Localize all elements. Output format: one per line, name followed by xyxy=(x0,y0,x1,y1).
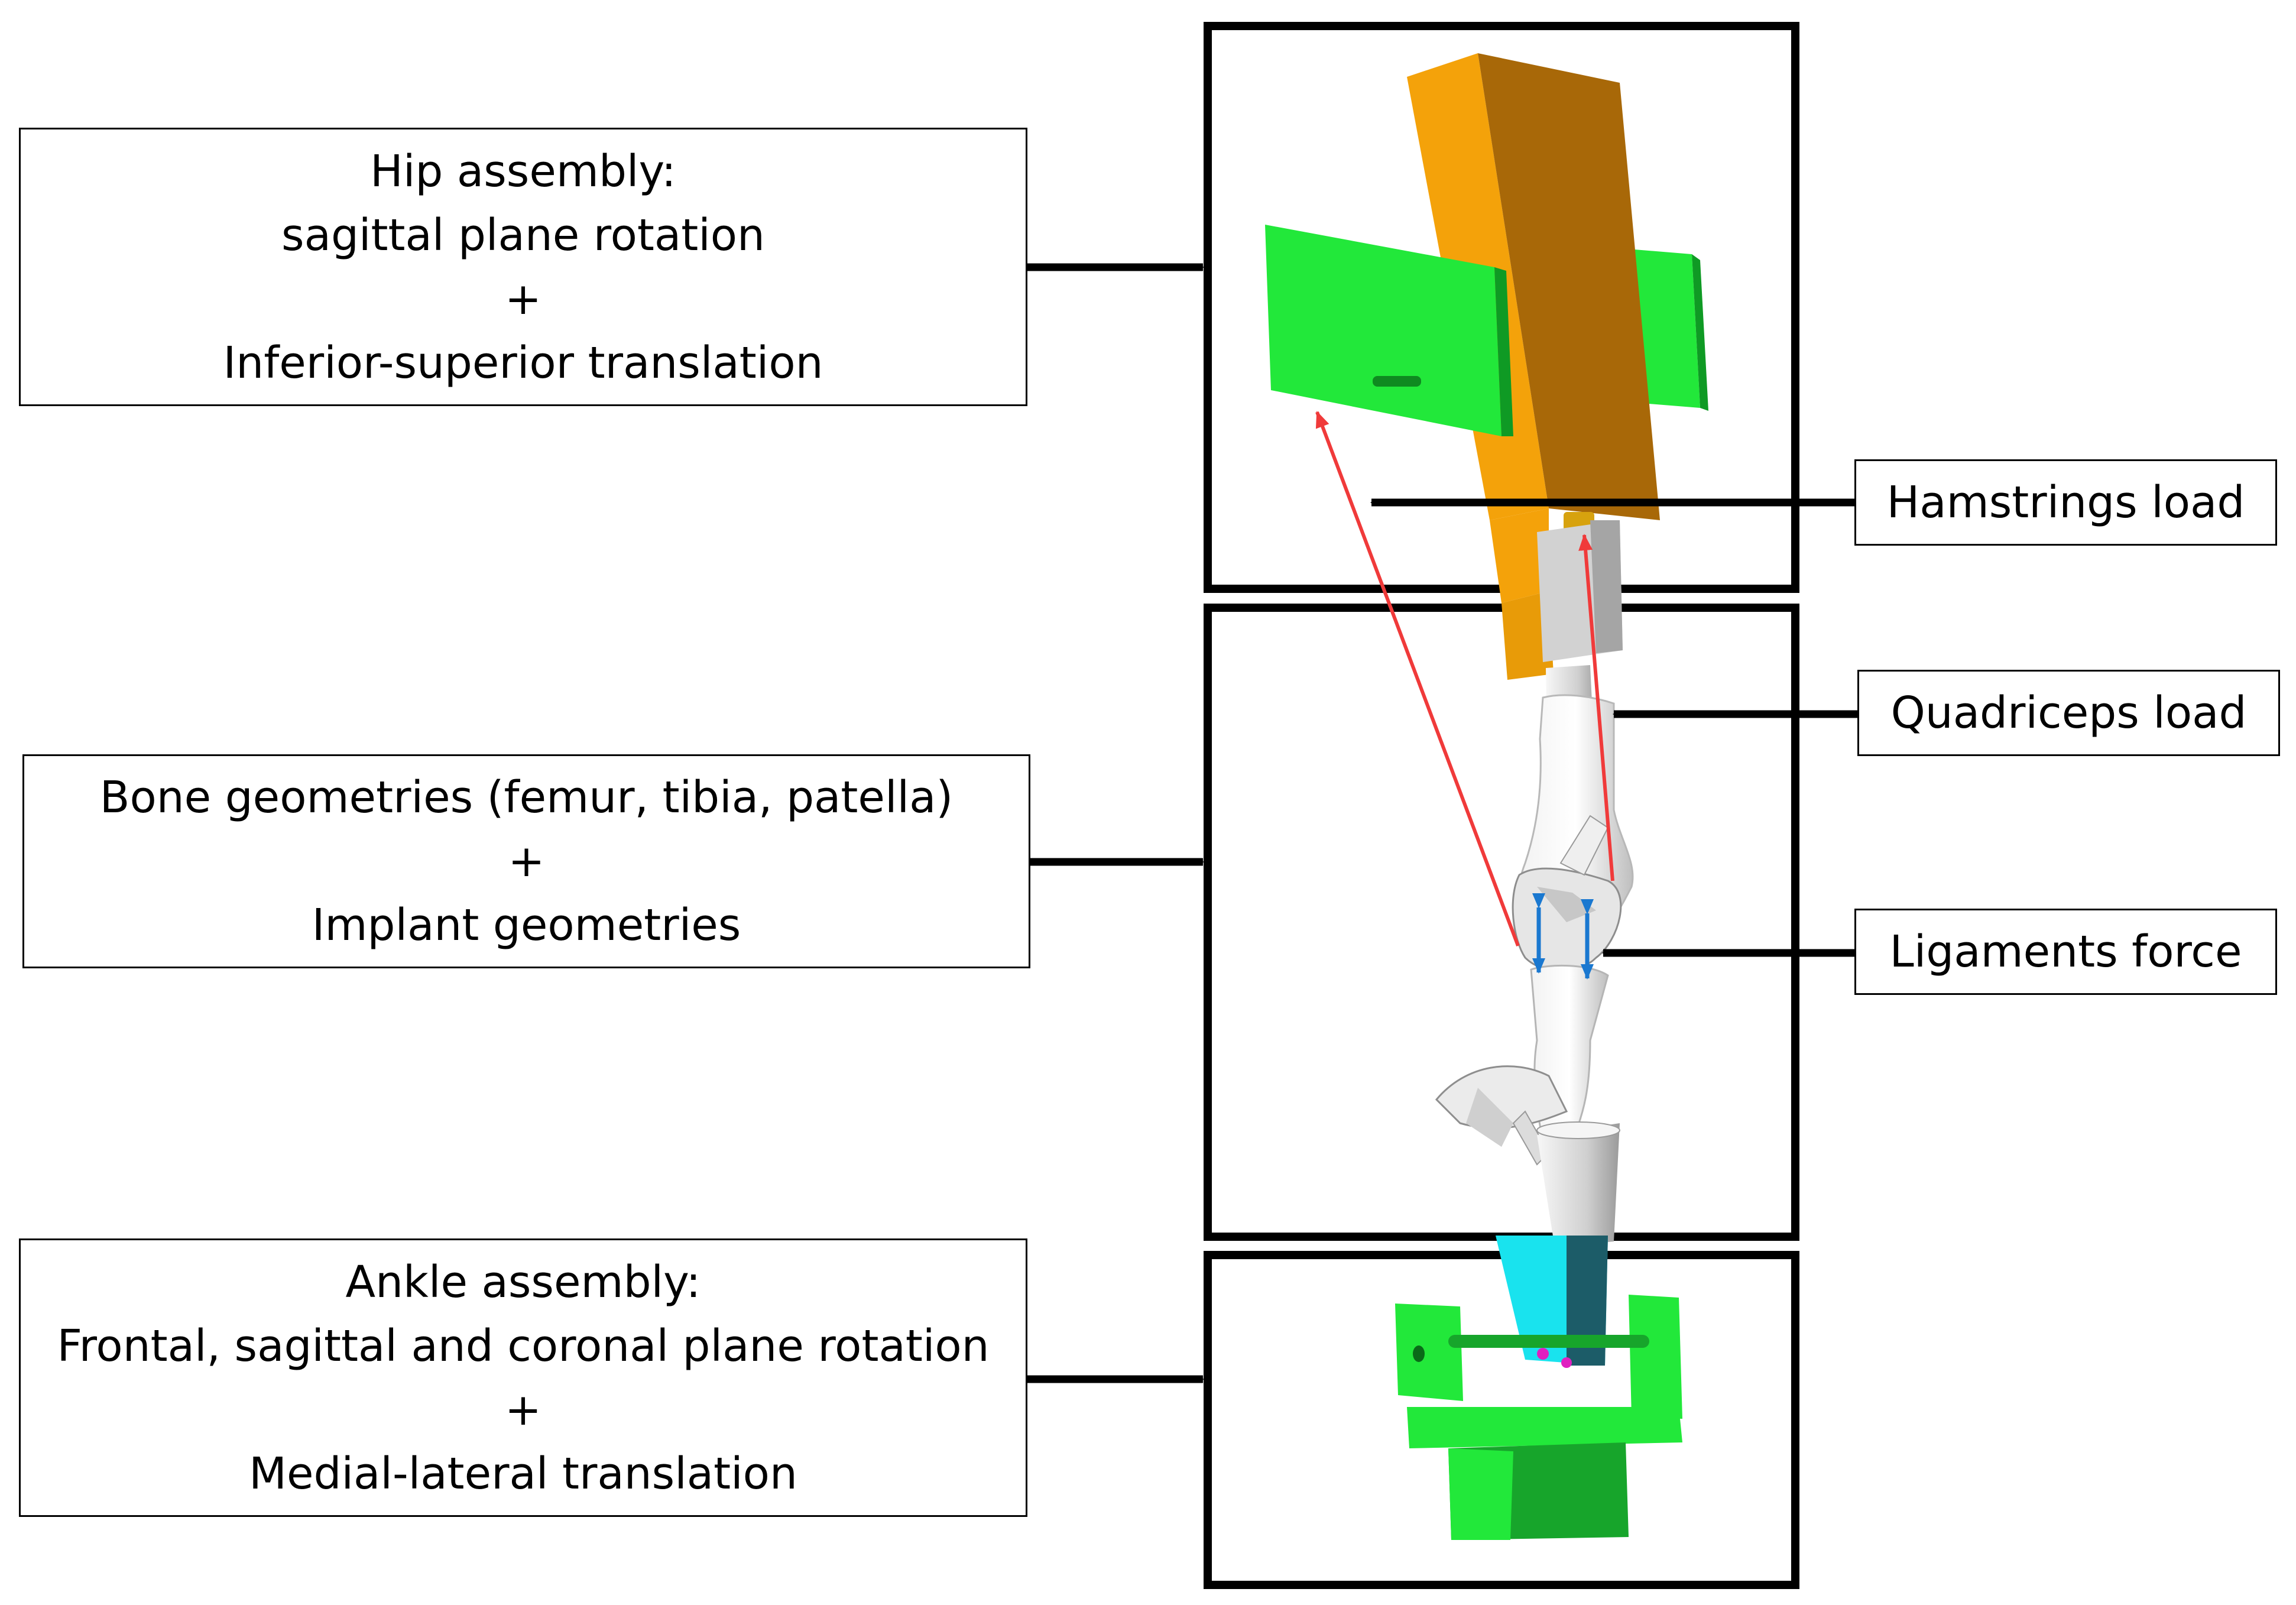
ankle-label-line-1: Ankle assembly: xyxy=(345,1256,701,1308)
bone-geometries-label: Bone geometries (femur, tibia, patella) … xyxy=(22,754,1030,968)
quadriceps-load-text: Quadriceps load xyxy=(1890,688,2247,738)
ankle-assembly-model xyxy=(1395,1236,1682,1540)
ankle-label-line-2: Frontal, sagittal and coronal plane rota… xyxy=(57,1320,990,1371)
ankle-axle xyxy=(1448,1335,1649,1348)
ligaments-force-label: Ligaments force xyxy=(1854,909,2277,995)
bone-label-line-1: Bone geometries (femur, tibia, patella) xyxy=(99,772,954,823)
bone-label-line-3: Implant geometries xyxy=(312,900,741,951)
quadriceps-load-label: Quadriceps load xyxy=(1857,670,2280,756)
ligaments-force-text: Ligaments force xyxy=(1889,926,2242,977)
ankle-base-frame xyxy=(1407,1407,1682,1448)
quadriceps-load-line xyxy=(1578,534,1614,881)
hamstrings-load-text: Hamstrings load xyxy=(1886,477,2245,528)
ankle-upright-right xyxy=(1629,1295,1682,1419)
hip-assembly-model xyxy=(1265,53,1708,680)
hamstrings-load-label: Hamstrings load xyxy=(1854,459,2277,546)
ankle-label-line-4: Medial-lateral translation xyxy=(249,1448,797,1499)
hip-label-line-2: sagittal plane rotation xyxy=(281,209,765,261)
bone-label-line-2: + xyxy=(508,836,545,887)
hip-label-line-4: Inferior-superior translation xyxy=(223,337,823,388)
tibia-rod xyxy=(1537,1123,1620,1247)
hip-label-line-3: + xyxy=(504,273,541,325)
hip-label-line-1: Hip assembly: xyxy=(370,145,676,197)
ankle-assembly-label: Ankle assembly: Frontal, sagittal and co… xyxy=(19,1238,1027,1517)
hamstrings-load-line xyxy=(1315,411,1520,947)
hip-assembly-label: Hip assembly: sagittal plane rotation + … xyxy=(19,128,1027,406)
hip-block-side xyxy=(1478,53,1660,520)
hip-plate-left xyxy=(1265,225,1502,436)
ankle-label-line-3: + xyxy=(504,1384,541,1435)
ankle-upright-left xyxy=(1395,1304,1463,1401)
